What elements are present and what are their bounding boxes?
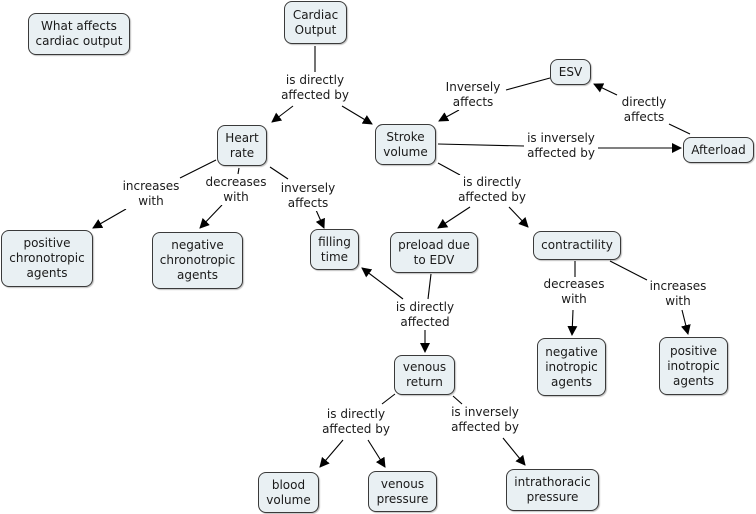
edge-vr-inversely [452, 395, 463, 405]
node-positive-chronotropic[interactable]: positive chronotropic agents [1, 230, 93, 287]
node-cardiac-output[interactable]: Cardiac Output [284, 1, 347, 44]
node-contractility[interactable]: contractility [533, 231, 621, 260]
link-hr-decreases: decreases with [204, 175, 268, 205]
node-venous-return[interactable]: venous return [394, 355, 455, 395]
edge-preload-label [427, 273, 432, 300]
link-contr-decreases: decreases with [542, 277, 606, 307]
edge-directly-contractility [508, 206, 529, 228]
link-sv-inversely: is inversely affected by [526, 131, 596, 161]
link-contr-increases: increases with [648, 279, 708, 309]
link-vr-inversely: is inversely affected by [450, 405, 520, 435]
edge-inversely-intrathoracic [502, 437, 526, 466]
edge-hr-inversely [269, 166, 289, 180]
link-afterload-directly: directly affects [620, 95, 668, 125]
link-vr-directly: is directly affected by [321, 407, 391, 437]
edge-vr-directly [381, 393, 396, 405]
edge-decreases-neg-chrono [199, 204, 223, 229]
edge-increases-pos-ino [680, 309, 691, 335]
link-hr-increases: increases with [121, 179, 181, 209]
node-intrathoracic-pressure[interactable]: intrathoracic pressure [506, 469, 599, 511]
edge-inversely-filling [315, 209, 325, 229]
edge-sv-directly [437, 162, 461, 176]
edge-label-filling [361, 267, 404, 300]
edge-increases-pos-chrono [92, 208, 127, 229]
edge-contr-increases [609, 260, 648, 281]
edge-esv-label [505, 77, 551, 91]
edge-label-esv [593, 83, 618, 96]
node-stroke-volume[interactable]: Stroke volume [375, 124, 436, 165]
node-esv[interactable]: ESV [550, 59, 591, 85]
edge-decreases-neg-ino [567, 309, 578, 336]
node-blood-volume[interactable]: blood volume [258, 472, 319, 513]
link-sv-directly: is directly affected by [457, 175, 527, 205]
edge-directly-preload [437, 206, 471, 229]
edge-label-sv [438, 109, 460, 122]
node-afterload[interactable]: Afterload [683, 137, 754, 163]
edge-hr-decreases [237, 167, 240, 175]
node-venous-pressure[interactable]: venous pressure [368, 471, 437, 512]
node-negative-chronotropic[interactable]: negative chronotropic agents [152, 232, 243, 289]
edge-hr-increases [179, 159, 217, 179]
node-preload[interactable]: preload due to EDV [390, 232, 478, 273]
node-negative-inotropic[interactable]: negative inotropic agents [537, 338, 606, 396]
link-co-directly: is directly affected by [280, 73, 350, 103]
edge-afterload-label [668, 123, 691, 135]
edge-sv-label2 [437, 143, 525, 147]
link-esv-inversely: Inversely affects [444, 80, 502, 110]
link-hr-inversely: inversely affects [279, 181, 337, 211]
node-positive-inotropic[interactable]: positive inotropic agents [659, 337, 728, 395]
link-preload-directly: is directly affected [394, 300, 456, 330]
node-filling-time[interactable]: filling time [310, 229, 359, 270]
edge-label-strokevolume [341, 105, 373, 125]
edge-directly-venouspressure [367, 439, 386, 468]
node-heart-rate[interactable]: Heart rate [217, 125, 267, 166]
edge-directly-bloodvolume [319, 439, 344, 468]
edge-label-heartrate [271, 105, 294, 123]
title-node[interactable]: What affects cardiac output [28, 13, 130, 55]
